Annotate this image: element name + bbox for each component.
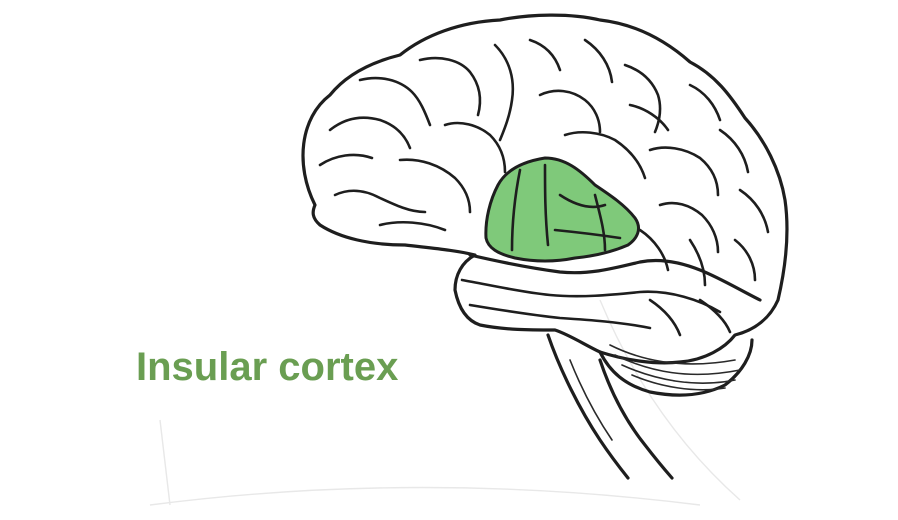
temporal-sulcus	[460, 278, 722, 314]
temporal-lobe-outline	[468, 253, 762, 302]
cerebellum-folia	[609, 344, 741, 391]
insular-cortex-region	[484, 156, 640, 263]
cerebellum-outline	[598, 338, 754, 397]
cortical-sulci	[318, 38, 770, 337]
brainstem-left	[546, 333, 630, 480]
insular-cortex-label: Insular cortex	[136, 345, 399, 389]
insula-gyri	[510, 163, 622, 252]
faint-sketch-lines	[149, 299, 741, 506]
brainstem-right	[598, 358, 674, 480]
